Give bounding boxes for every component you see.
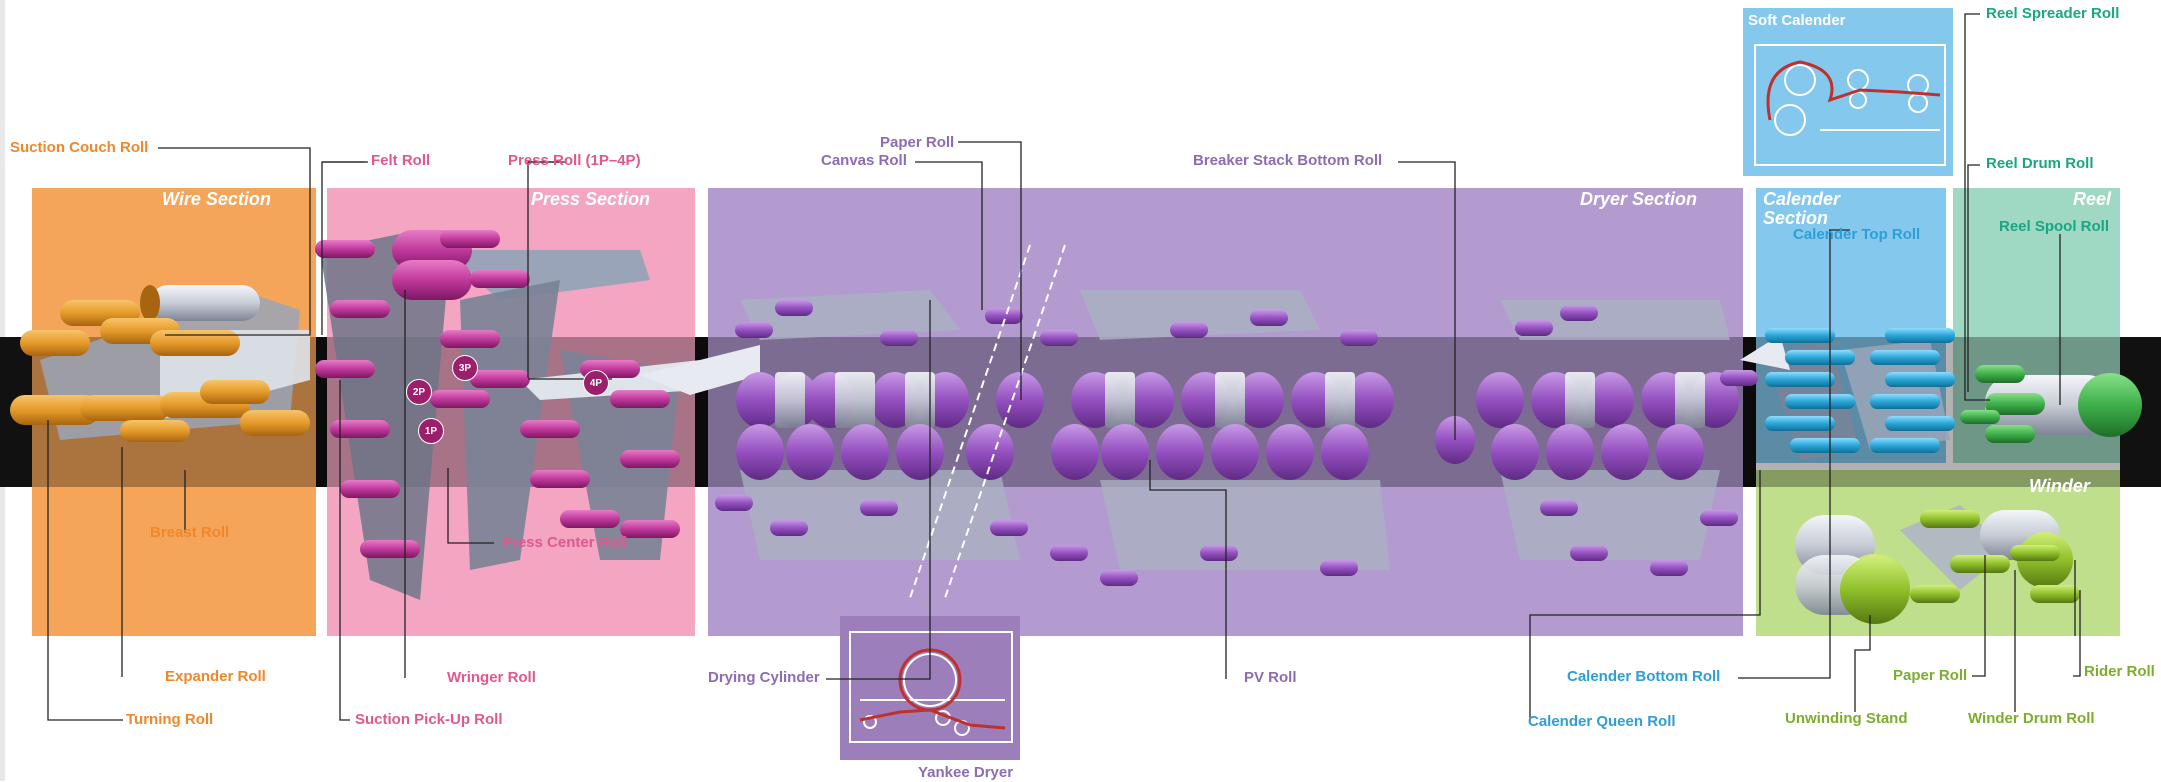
- calender-section-title: Calender Section: [1763, 190, 1873, 228]
- label-calender-top-roll: Calender Top Roll: [1793, 226, 1920, 244]
- label-drying-cylinder: Drying Cylinder: [708, 669, 820, 687]
- press-section-title: Press Section: [531, 190, 650, 209]
- label-press-roll: Press Roll (1P–4P): [508, 152, 641, 170]
- label-press-center-roll: Press Center Roll: [502, 534, 627, 552]
- winder-section-title: Winder: [2029, 477, 2090, 496]
- dryer-cylinder-shells: [775, 372, 1705, 428]
- label-calender-bottom-roll: Calender Bottom Roll: [1567, 668, 1720, 686]
- reel-machinery: [1960, 365, 2142, 443]
- label-expander-roll: Expander Roll: [165, 668, 266, 686]
- press-badge-2p: 2P: [406, 379, 432, 405]
- reel-section-title: Reel: [2073, 190, 2111, 209]
- press-badge-4p: 4P: [583, 370, 609, 396]
- label-wringer-roll: Wringer Roll: [447, 669, 536, 687]
- press-badge-1p: 1P: [418, 418, 444, 444]
- label-reel-spool-roll: Reel Spool Roll: [1999, 218, 2109, 236]
- yankee-dryer-title: Yankee Dryer: [918, 764, 1013, 782]
- label-unwinding-stand: Unwinding Stand: [1785, 710, 1907, 728]
- label-reel-spreader-roll: Reel Spreader Roll: [1986, 5, 2119, 23]
- label-calender-queen-roll: Calender Queen Roll: [1528, 713, 1676, 731]
- label-felt-roll: Felt Roll: [371, 152, 430, 170]
- dryer-section-title: Dryer Section: [1580, 190, 1697, 209]
- label-paper-roll-winder: Paper Roll: [1893, 667, 1967, 685]
- wire-section-title: Wire Section: [162, 190, 271, 209]
- soft-calender-inset: [1743, 8, 1953, 176]
- soft-calender-title: Soft Calender: [1748, 12, 1846, 30]
- label-breaker-stack-bottom-roll: Breaker Stack Bottom Roll: [1193, 152, 1382, 170]
- label-turning-roll: Turning Roll: [126, 711, 213, 729]
- label-canvas-roll: Canvas Roll: [821, 152, 907, 170]
- label-breast-roll: Breast Roll: [150, 524, 229, 542]
- label-rider-roll: Rider Roll: [2084, 663, 2155, 681]
- label-suction-pickup-roll: Suction Pick-Up Roll: [355, 711, 503, 729]
- press-badge-3p: 3P: [452, 355, 478, 381]
- label-winder-drum-roll: Winder Drum Roll: [1968, 710, 2095, 728]
- label-paper-roll-dryer: Paper Roll: [880, 134, 954, 152]
- label-pv-roll: PV Roll: [1244, 669, 1297, 687]
- label-suction-couch-roll: Suction Couch Roll: [10, 139, 148, 157]
- label-reel-drum-roll: Reel Drum Roll: [1986, 155, 2094, 173]
